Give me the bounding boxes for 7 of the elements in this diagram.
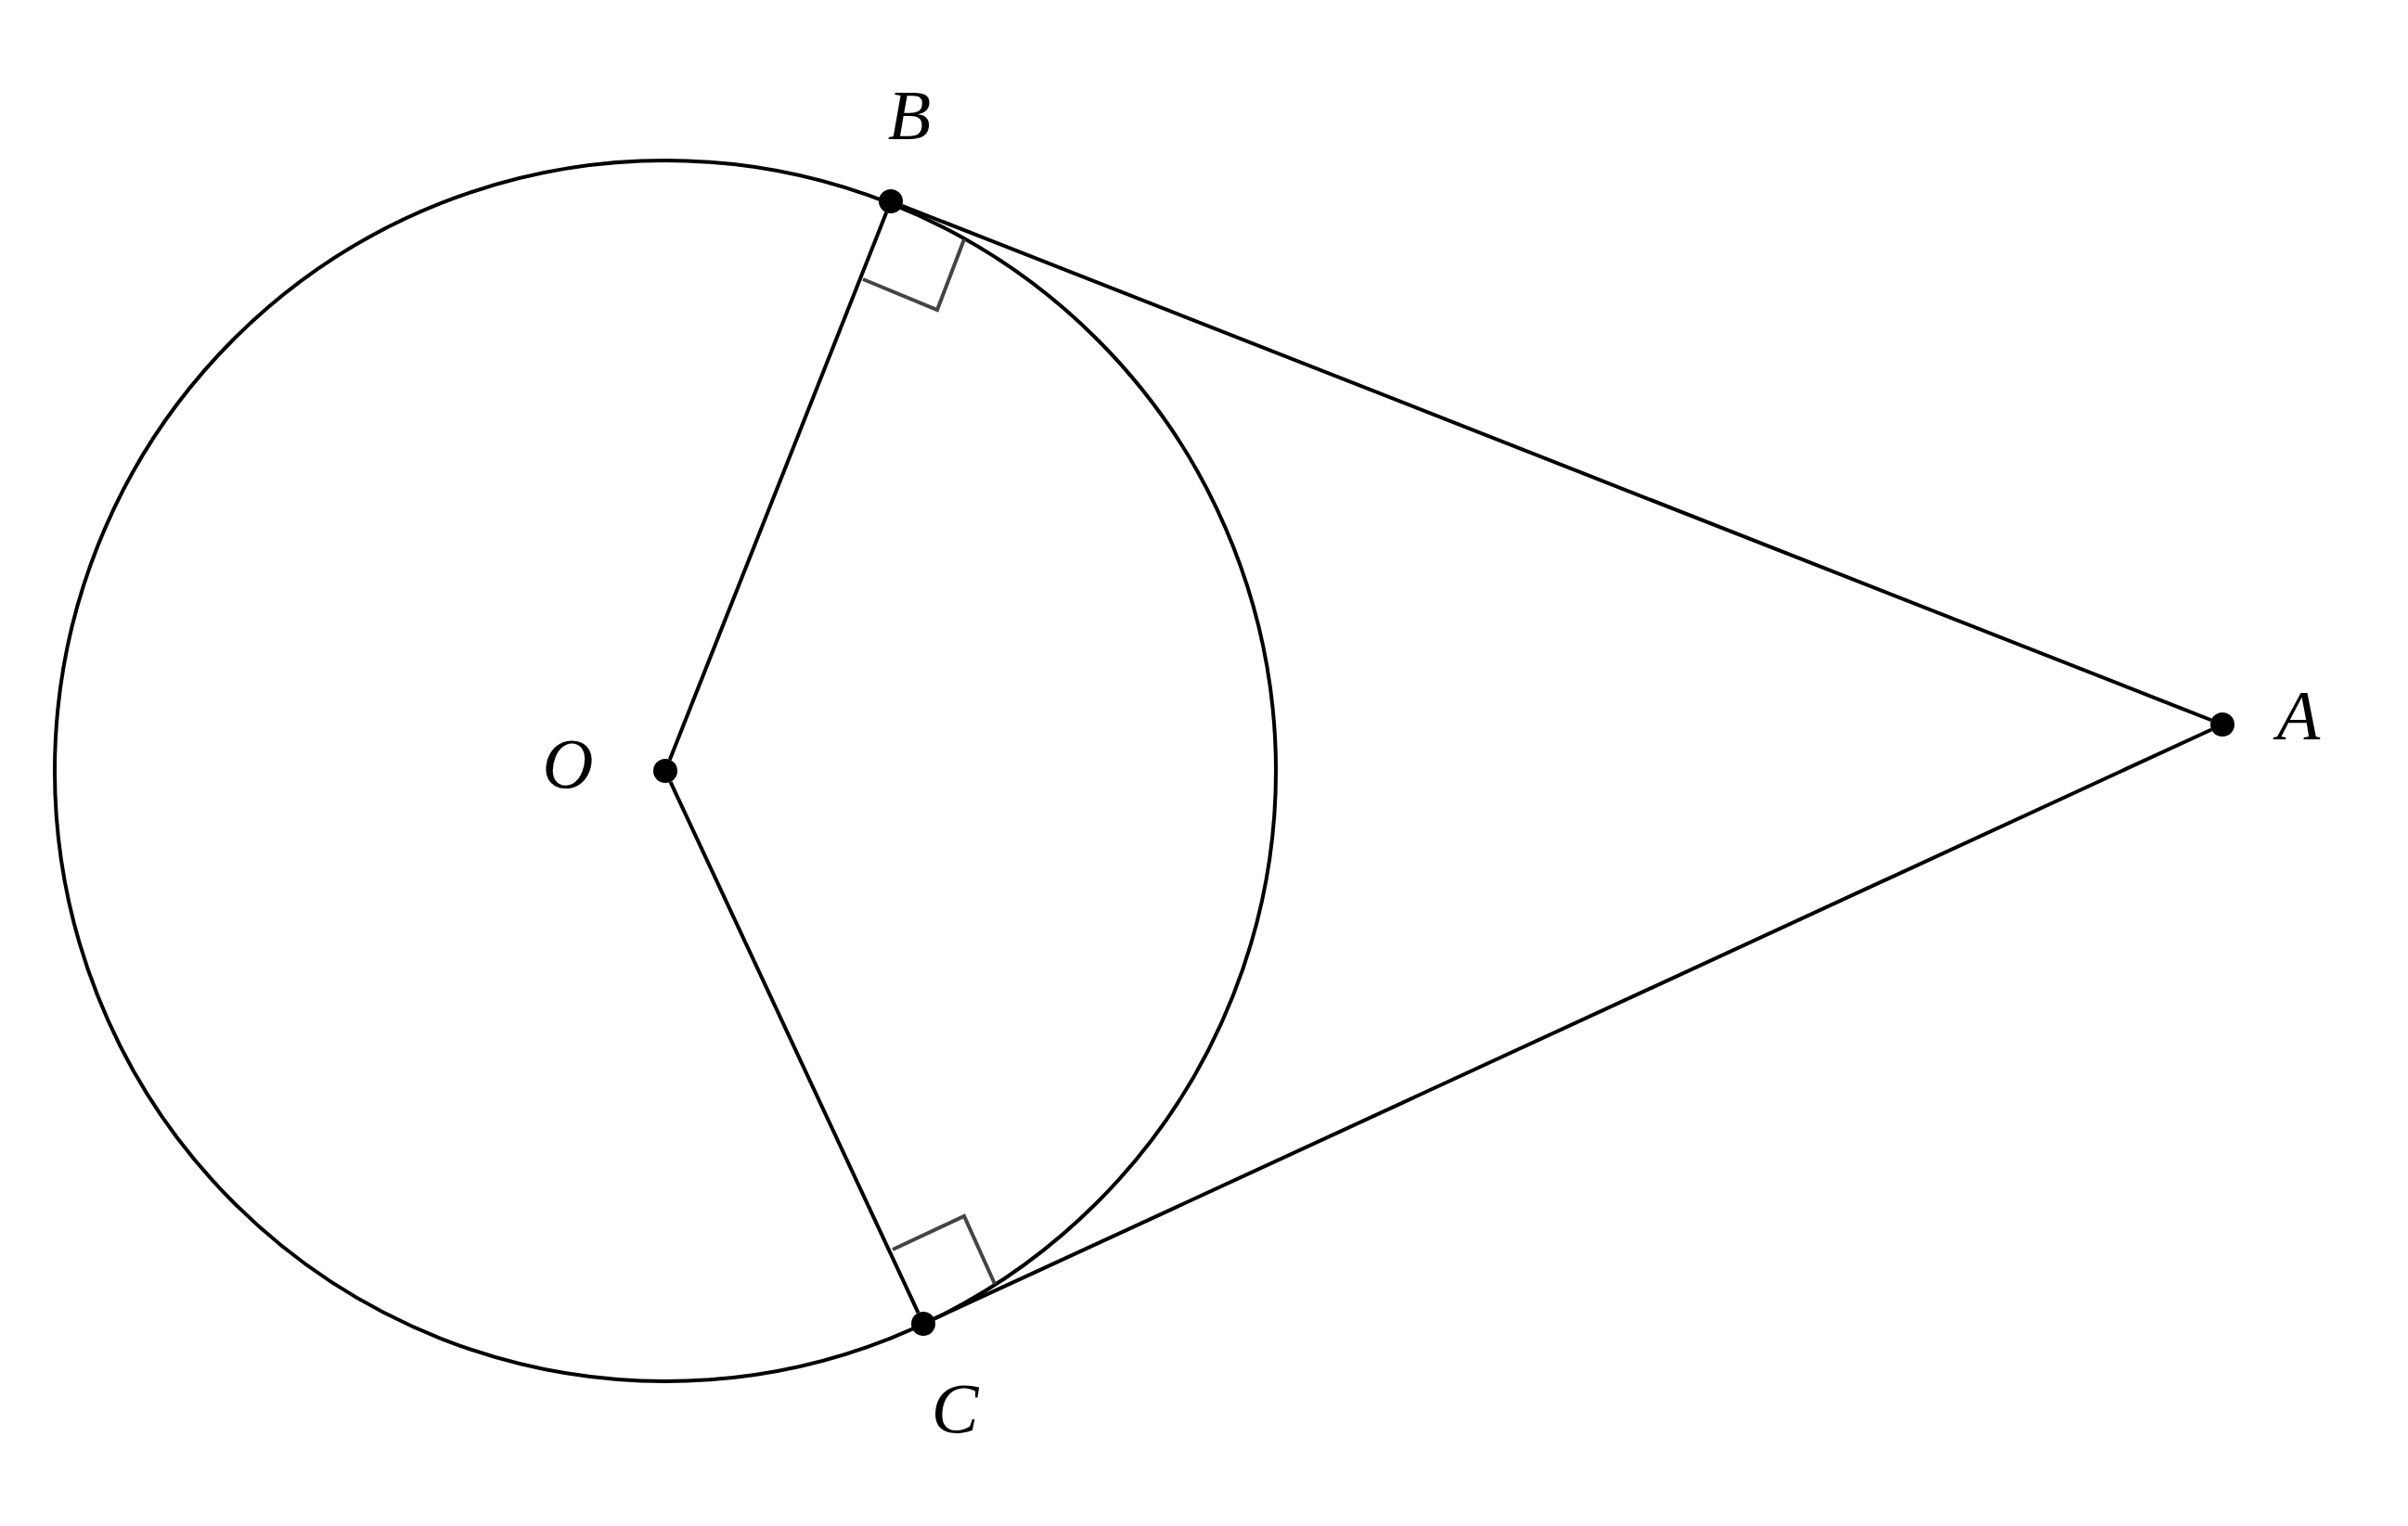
- point-label: C: [931, 1373, 979, 1443]
- line-segment: [933, 727, 2213, 1321]
- line-segment: [901, 203, 2212, 723]
- point-label: B: [887, 80, 932, 150]
- line-segment: [667, 212, 889, 761]
- point-label: O: [542, 728, 594, 799]
- line-segment: [668, 780, 921, 1314]
